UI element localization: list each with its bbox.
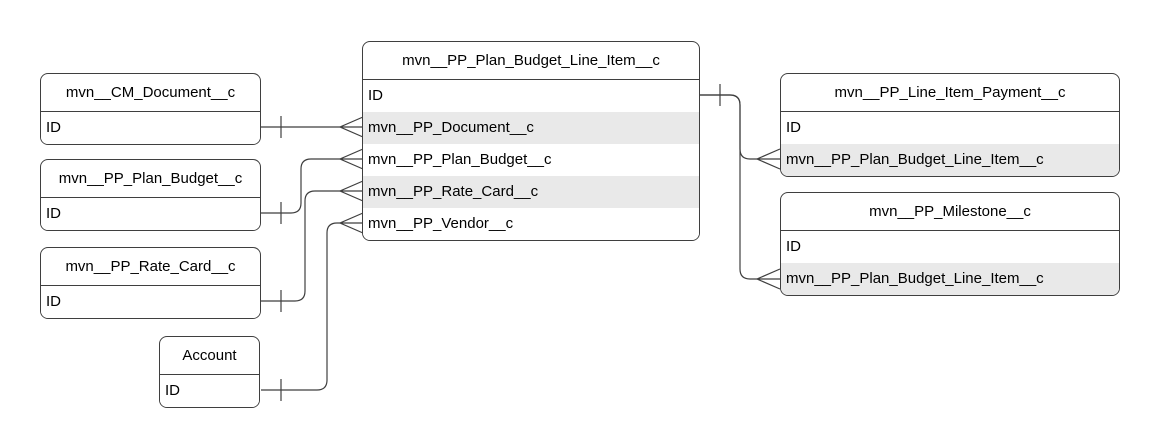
entity-title: mvn__PP_Milestone__c (781, 193, 1119, 231)
entity-pp-rate-card[interactable]: mvn__PP_Rate_Card__c ID (40, 247, 261, 319)
edge-path (700, 94, 757, 280)
crows-foot-marker (755, 148, 781, 170)
entity-title: mvn__PP_Plan_Budget__c (41, 160, 260, 198)
relationship-rate-card-to-line-item[interactable] (261, 180, 364, 312)
crows-foot-marker (338, 116, 364, 138)
field-row-vendor: mvn__PP_Vendor__c (363, 208, 699, 240)
entity-title: mvn__PP_Plan_Budget_Line_Item__c (363, 42, 699, 80)
crows-foot-marker (338, 148, 364, 170)
edge-path (261, 222, 340, 391)
field-row-id: ID (41, 198, 260, 230)
entity-pp-plan-budget[interactable]: mvn__PP_Plan_Budget__c ID (40, 159, 261, 231)
entity-title: Account (160, 337, 259, 375)
field-row-id: ID (781, 112, 1119, 144)
field-row-plan-budget-line-item: mvn__PP_Plan_Budget_Line_Item__c (781, 263, 1119, 295)
relationship-account-to-line-item[interactable] (261, 212, 364, 401)
field-row-rate-card: mvn__PP_Rate_Card__c (363, 176, 699, 208)
entity-title: mvn__CM_Document__c (41, 74, 260, 112)
edge-path (261, 158, 340, 214)
crows-foot-marker (338, 212, 364, 234)
field-row-plan-budget-line-item: mvn__PP_Plan_Budget_Line_Item__c (781, 144, 1119, 176)
edge-path (700, 94, 757, 160)
relationship-plan-budget-to-line-item[interactable] (261, 148, 364, 224)
crows-foot-marker (755, 268, 781, 290)
entity-milestone[interactable]: mvn__PP_Milestone__c ID mvn__PP_Plan_Bud… (780, 192, 1120, 296)
relationship-cm-document-to-line-item[interactable] (261, 116, 364, 138)
entity-title: mvn__PP_Line_Item_Payment__c (781, 74, 1119, 112)
entity-title: mvn__PP_Rate_Card__c (41, 248, 260, 286)
entity-line-item-payment[interactable]: mvn__PP_Line_Item_Payment__c ID mvn__PP_… (780, 73, 1120, 177)
field-row-id: ID (363, 80, 699, 112)
field-row-id: ID (781, 231, 1119, 263)
entity-cm-document[interactable]: mvn__CM_Document__c ID (40, 73, 261, 145)
field-row-document: mvn__PP_Document__c (363, 112, 699, 144)
entity-account[interactable]: Account ID (159, 336, 260, 408)
relationship-line-item-to-milestone[interactable] (700, 94, 781, 290)
field-row-plan-budget: mvn__PP_Plan_Budget__c (363, 144, 699, 176)
field-row-id: ID (160, 375, 259, 407)
field-row-id: ID (41, 286, 260, 318)
edge-path (261, 190, 340, 302)
crows-foot-marker (338, 180, 364, 202)
field-row-id: ID (41, 112, 260, 144)
entity-plan-budget-line-item[interactable]: mvn__PP_Plan_Budget_Line_Item__c ID mvn_… (362, 41, 700, 241)
